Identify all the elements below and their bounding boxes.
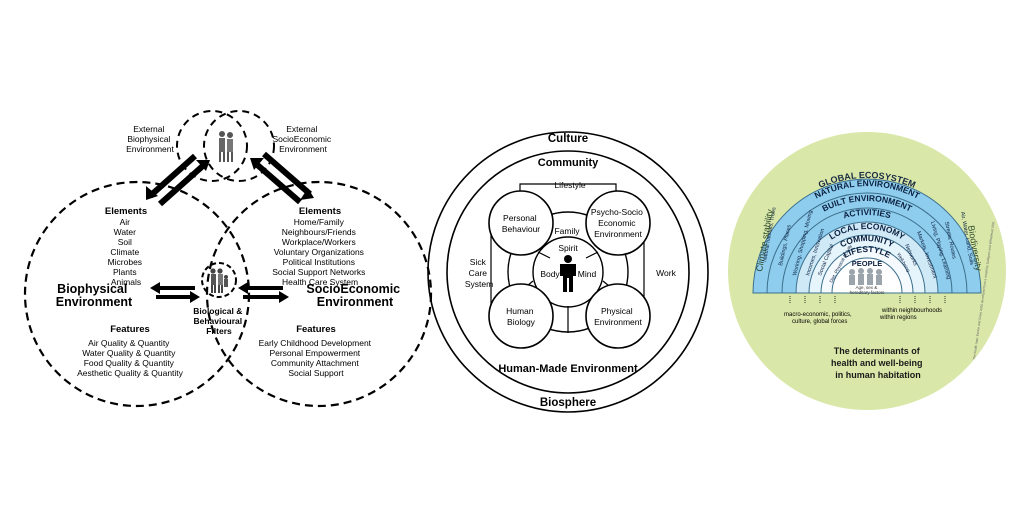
person-icon bbox=[560, 255, 576, 292]
psycho-socio-label: Psycho-Socio Economic Environment bbox=[591, 207, 645, 239]
left-horizontal-arrows bbox=[150, 282, 200, 303]
community-label: Community bbox=[538, 157, 599, 169]
family-label: Family bbox=[554, 226, 580, 236]
right-horizontal-arrows bbox=[238, 282, 289, 303]
physical-environment-label: Physical Environment bbox=[594, 306, 642, 327]
spirit-label: Spirit bbox=[558, 243, 578, 253]
external-socioeconomic-label: External SocioEconomic Environment bbox=[273, 124, 334, 154]
filters-circle bbox=[201, 262, 237, 298]
diagram-2-mandala-of-health: Culture Community Lifestyle Family Work … bbox=[427, 131, 709, 413]
biosphere-label: Biosphere bbox=[540, 397, 596, 409]
personal-behaviour-circle bbox=[488, 190, 554, 256]
personal-behaviour-label: Personal Behaviour bbox=[502, 213, 540, 234]
human-biology-circle bbox=[488, 283, 554, 349]
neighbourhoods-label: within neighbourhoods within regions bbox=[879, 308, 944, 321]
people-label: PEOPLE bbox=[852, 259, 882, 268]
lifestyle-label: Lifestyle bbox=[554, 180, 585, 190]
right-elements-title: Elements bbox=[299, 206, 341, 217]
lifestyle-label: LIFESTYLE bbox=[841, 244, 892, 260]
left-elements-list: Air Water Soil Climate Microbes Plants A… bbox=[108, 217, 145, 287]
body-label: Body bbox=[540, 269, 560, 279]
external-socioeconomic-circle bbox=[203, 110, 275, 182]
left-elements-title: Elements bbox=[105, 206, 147, 217]
family-figures-icon bbox=[210, 268, 228, 293]
culture-label: Culture bbox=[548, 133, 588, 145]
people-figure-icon bbox=[219, 131, 233, 162]
right-elements-list: Home/Family Neighbours/Friends Workplace… bbox=[272, 217, 367, 287]
biophysical-circle bbox=[23, 180, 251, 408]
physical-environment-circle bbox=[585, 283, 651, 349]
diagram-1-health-environment-venn: External Biophysical Environment Externa… bbox=[23, 110, 433, 408]
diagram-3-health-map: GLOBAL ECOSYSTEM NATURAL ENVIRONMENT BUI… bbox=[728, 132, 1006, 410]
dotted-arrows bbox=[789, 296, 946, 304]
people-crowd-icon bbox=[849, 268, 882, 285]
socioeconomic-environment-title: SocioEconomic Environment bbox=[306, 282, 403, 309]
people-sub-label: Age, sex & hereditary factors bbox=[850, 285, 886, 295]
socioeconomic-circle bbox=[205, 180, 433, 408]
right-features-title: Features bbox=[296, 324, 336, 335]
right-features-list: Early Childhood Development Personal Emp… bbox=[259, 338, 374, 378]
health-map-caption: The determinants of health and well-bein… bbox=[831, 346, 925, 380]
biosphere-ring bbox=[427, 131, 709, 413]
human-biology-label: Human Biology bbox=[506, 306, 536, 327]
mind-label: Mind bbox=[578, 269, 597, 279]
community-ring bbox=[446, 150, 690, 394]
biophysical-environment-title: Biophysical Environment bbox=[56, 282, 133, 309]
filters-label: Biological & Behavioural Filters bbox=[193, 306, 245, 336]
right-diagonal-arrows bbox=[250, 151, 314, 205]
external-biophysical-label: External Biophysical Environment bbox=[126, 124, 174, 154]
psycho-socio-circle bbox=[585, 190, 651, 256]
sick-care-system-label: Sick Care System bbox=[465, 257, 493, 289]
left-features-list: Air Quality & Quantity Water Quality & Q… bbox=[77, 338, 184, 378]
left-diagonal-arrows bbox=[146, 153, 210, 207]
human-made-environment-label: Human-Made Environment bbox=[498, 363, 638, 375]
left-features-title: Features bbox=[110, 324, 150, 335]
external-biophysical-circle bbox=[176, 110, 248, 182]
work-label: Work bbox=[656, 268, 676, 278]
macro-economic-label: macro-economic, politics, culture, globa… bbox=[784, 312, 853, 325]
